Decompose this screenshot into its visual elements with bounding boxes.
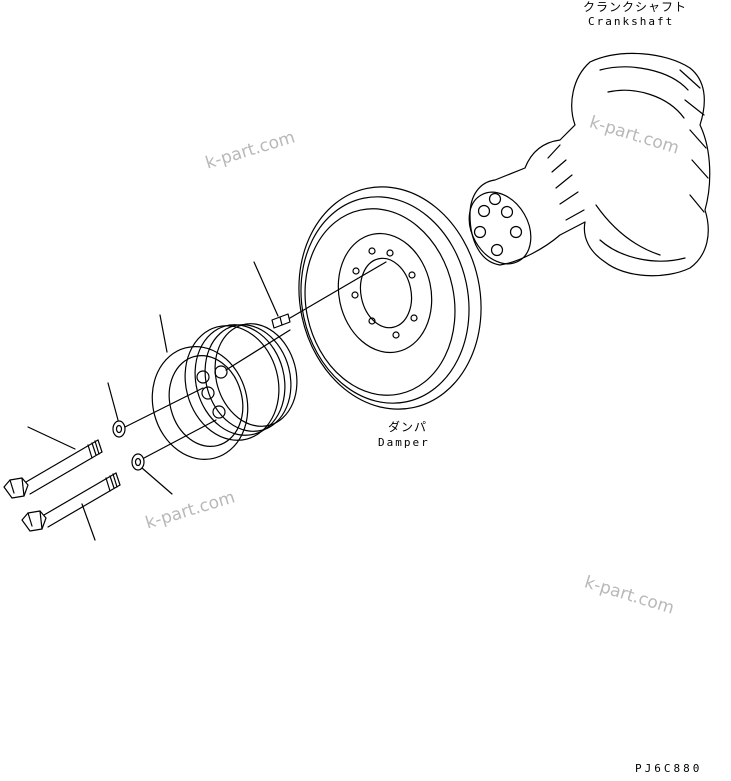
damper-label-en: Damper <box>378 436 430 449</box>
crankshaft-label-jp: クランクシャフト <box>583 0 688 14</box>
damper-label-jp: ダンパ <box>388 420 428 434</box>
dowel-pin <box>253 261 387 329</box>
drawing-code: PJ6C880 <box>635 762 703 775</box>
crankshaft <box>468 52 711 277</box>
bolts <box>3 426 121 541</box>
crankshaft-label-en: Crankshaft <box>588 15 675 28</box>
washers <box>107 382 217 495</box>
damper <box>298 186 482 410</box>
